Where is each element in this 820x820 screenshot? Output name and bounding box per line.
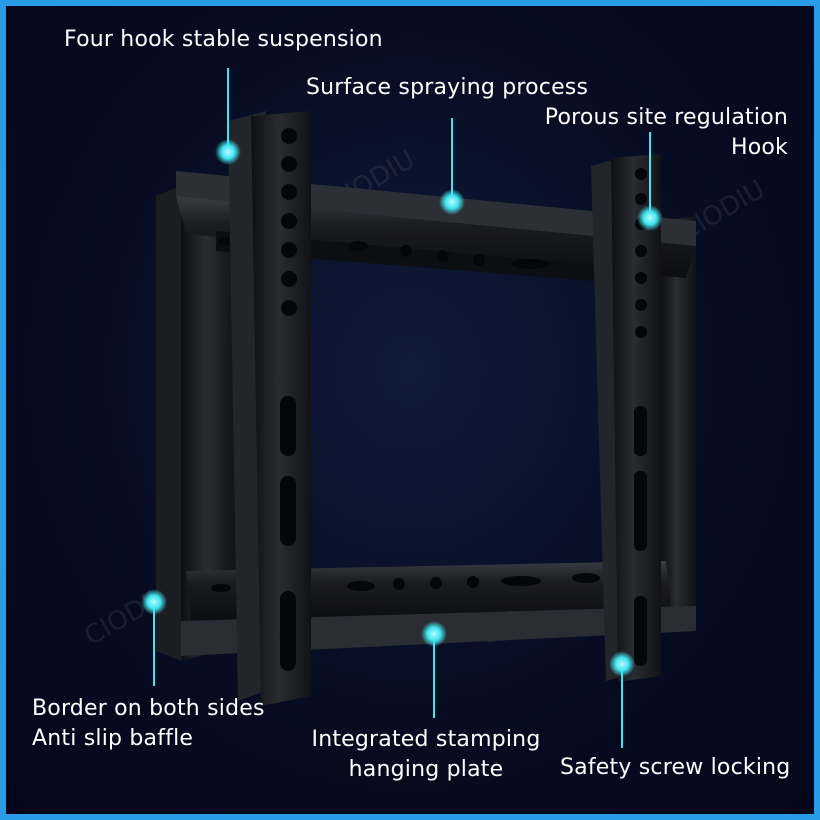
callout-dot-four-hook <box>215 139 241 165</box>
callout-dot-porous <box>637 205 663 231</box>
label-porous-site: Porous site regulation Hook <box>545 103 788 163</box>
wall-plate <box>156 186 696 661</box>
label-safety-screw: Safety screw locking <box>560 755 791 780</box>
label-four-hook: Four hook stable suspension <box>64 27 383 52</box>
callout-dot-border <box>141 589 167 615</box>
label-integrated-stamping: Integrated stamping hanging plate <box>306 725 546 785</box>
callout-lines <box>153 68 651 748</box>
wall-mount-bracket-illustration: CIODIU CIODIU CIODIU CIODIU <box>80 68 770 748</box>
label-border-line1: Border on both sides <box>32 696 265 721</box>
callout-dot-safety <box>609 651 635 677</box>
callout-dots <box>141 139 663 677</box>
callout-dot-surface <box>439 189 465 215</box>
label-integrated-line1: Integrated stamping <box>311 727 541 752</box>
label-border-line2: Anti slip baffle <box>32 726 194 751</box>
label-porous-line2: Hook <box>730 135 788 160</box>
label-porous-line1: Porous site regulation <box>544 105 788 130</box>
label-border-baffle: Border on both sides Anti slip baffle <box>32 694 265 754</box>
label-surface-spraying: Surface spraying process <box>306 75 589 100</box>
left-hanging-arm <box>228 111 311 706</box>
label-integrated-line2: hanging plate <box>348 757 504 782</box>
right-hanging-arm <box>591 154 661 682</box>
callout-dot-integrated <box>421 621 447 647</box>
